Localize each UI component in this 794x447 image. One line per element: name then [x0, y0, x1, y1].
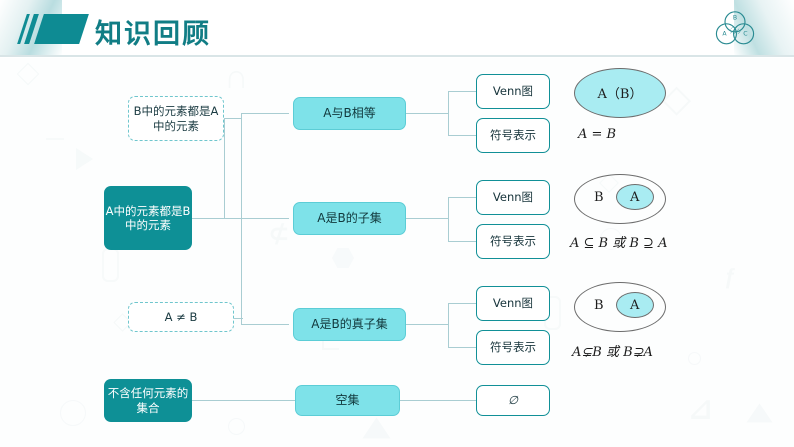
venn-diagram-row1: A（B） — [574, 68, 666, 122]
venn-ellipse-b — [574, 282, 666, 332]
venn-label-b: B — [594, 298, 604, 313]
connector-horizontal — [241, 113, 289, 114]
svg-text:B: B — [733, 14, 737, 21]
header-parallelogram-icon — [34, 14, 89, 44]
leaf-emptyset-box[interactable]: ∅ — [476, 385, 550, 416]
condition-box-row2[interactable]: A中的元素都是B中的元素 — [104, 186, 192, 250]
slide-header: 知识回顾 B A C — [0, 0, 794, 58]
connector-horizontal — [406, 218, 448, 219]
watermark-glyph: ƒ — [724, 264, 737, 289]
connector-horizontal — [448, 347, 476, 348]
watermark-circle — [60, 400, 86, 426]
leaf-venn-box-row1[interactable]: Venn图 — [476, 74, 550, 109]
leaf-symbol-box-row2[interactable]: 符号表示 — [476, 224, 550, 259]
leaf-symbol-box-row1[interactable]: 符号表示 — [476, 118, 550, 153]
connector-horizontal — [224, 118, 241, 119]
watermark-glyph: ⊿ — [688, 393, 714, 426]
condition-box-row3[interactable]: A ≠ B — [128, 302, 234, 332]
venn-diagram-row2: B A — [574, 174, 666, 228]
watermark-rounded-rect — [102, 248, 119, 282]
connector-horizontal — [448, 303, 476, 304]
header-divider — [0, 55, 794, 57]
leaf-venn-box-row2[interactable]: Venn图 — [476, 180, 550, 215]
watermark-glyph: ∩ — [224, 58, 249, 96]
connector-horizontal — [448, 135, 476, 136]
connector-horizontal — [448, 241, 476, 242]
connector-horizontal — [448, 197, 476, 198]
page-title: 知识回顾 — [95, 19, 211, 50]
watermark-glyph: ◇ — [662, 78, 692, 120]
watermark-triangle — [362, 417, 391, 439]
concept-box-row2[interactable]: A是B的子集 — [293, 202, 406, 235]
connector-horizontal — [234, 318, 243, 319]
venn-label-a: A — [630, 298, 640, 313]
venn-ellipse-a — [616, 184, 654, 210]
connector-horizontal — [406, 324, 448, 325]
symbol-text-row2: A ⊆ B 或 B ⊇ A — [570, 236, 668, 251]
venn-diagram-row3: B A — [574, 282, 666, 336]
connector-vertical — [448, 197, 449, 241]
watermark-diamond — [16, 62, 40, 86]
watermark-triangle — [76, 148, 93, 170]
connector-horizontal — [406, 113, 448, 114]
venn-label-b: B — [594, 190, 604, 205]
connector-horizontal — [192, 218, 241, 219]
condition-box-row1[interactable]: B中的元素都是A中的元素 — [128, 96, 224, 141]
watermark-hexagon — [332, 248, 354, 268]
connector-horizontal — [192, 400, 295, 401]
venn-label-ab: A（B） — [597, 87, 643, 102]
leaf-symbol-box-row3[interactable]: 符号表示 — [476, 330, 550, 365]
connector-horizontal — [241, 324, 289, 325]
connector-horizontal — [448, 91, 476, 92]
leaf-venn-box-row3[interactable]: Venn图 — [476, 286, 550, 321]
connector-vertical — [448, 91, 449, 135]
concept-box-row1[interactable]: A与B相等 — [293, 97, 406, 130]
watermark-bar — [46, 138, 64, 140]
concept-box-row4[interactable]: 空集 — [295, 385, 400, 416]
svg-text:C: C — [743, 31, 747, 38]
venn-label-a: A — [630, 190, 640, 205]
symbol-text-row1: A = B — [578, 127, 617, 142]
venn-ellipse-ab — [574, 68, 666, 118]
symbol-text-row3: A⊊B 或 B⊋A — [572, 345, 653, 360]
venn-ellipse-a — [616, 292, 654, 318]
connector-vertical — [448, 303, 449, 347]
condition-box-row4[interactable]: 不含任何元素的集合 — [104, 379, 192, 422]
connector-horizontal — [241, 218, 289, 219]
connector-vertical — [224, 118, 225, 218]
connector-horizontal — [400, 400, 476, 401]
watermark-circle — [228, 418, 245, 435]
concept-box-row3[interactable]: A是B的真子集 — [293, 308, 406, 341]
venn-ellipse-b — [574, 174, 666, 224]
venn-three-circles-logo-icon: B A C — [715, 11, 755, 45]
watermark-triangle — [746, 403, 773, 423]
watermark-circle — [688, 352, 701, 365]
header-gradient-right — [734, 0, 794, 56]
svg-text:A: A — [722, 31, 727, 38]
watermark-glyph: ⊄ — [268, 218, 290, 248]
